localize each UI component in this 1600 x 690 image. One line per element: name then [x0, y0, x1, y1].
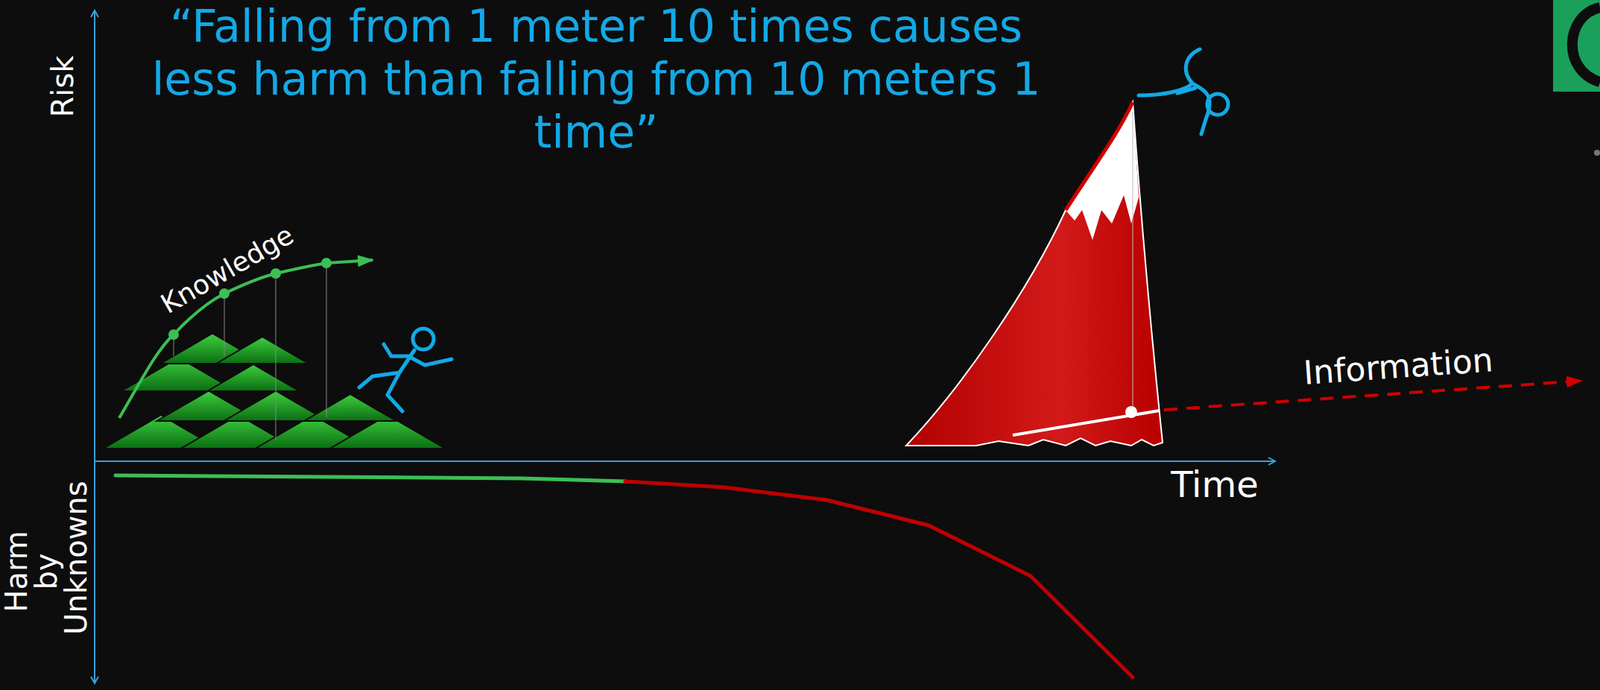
mountain	[906, 102, 1582, 446]
quote-title: “Falling from 1 meter 10 times causes le…	[126, 0, 1066, 158]
stick-figure	[359, 328, 452, 412]
climber-figure	[1138, 49, 1229, 135]
harm-curve	[115, 475, 1133, 678]
axis-label: Time	[1170, 466, 1258, 503]
axes	[94, 10, 1276, 684]
axis-label: Harm by Unknowns	[1, 508, 91, 635]
line-label: Information	[1301, 343, 1494, 390]
logo-fragment	[1553, 0, 1600, 156]
knowledge-pyramids	[103, 333, 446, 450]
axis-label: Risk	[47, 55, 78, 118]
knowledge-curve	[119, 257, 373, 440]
